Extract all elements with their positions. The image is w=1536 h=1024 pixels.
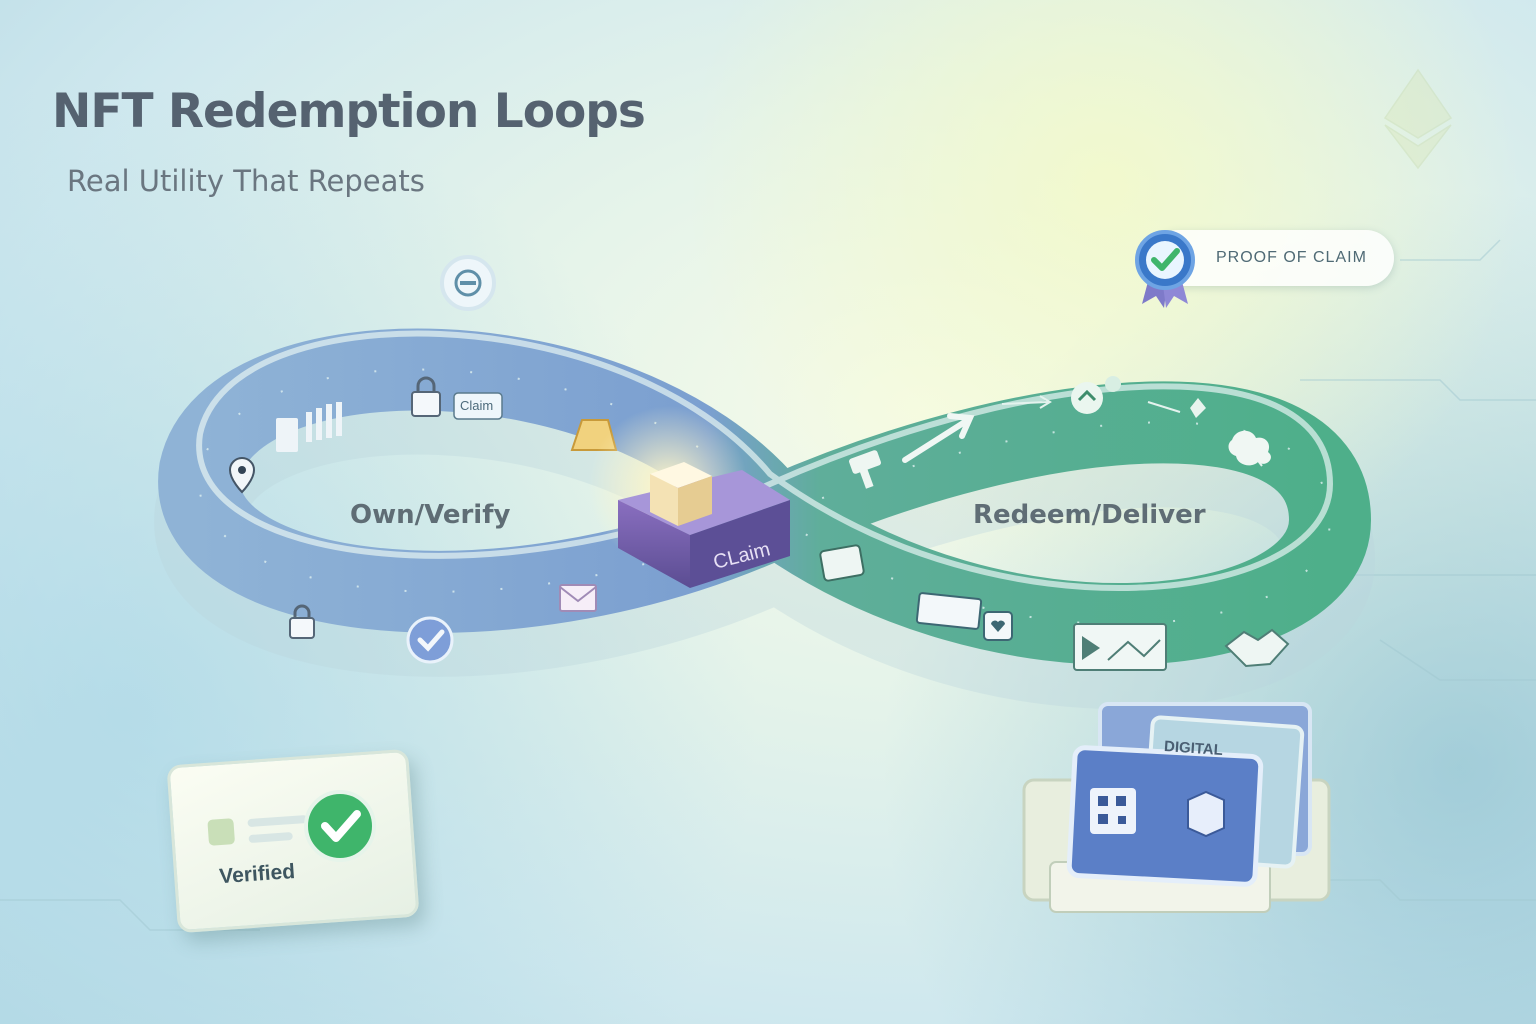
claim-tag-label: Claim: [460, 398, 494, 413]
handshake-icon: [1224, 628, 1290, 668]
own-verify-label: Own/Verify: [350, 500, 511, 530]
check-circle-icon: [406, 616, 454, 664]
redeem-deliver-label: Redeem/Deliver: [973, 500, 1206, 530]
arrow-icon-1: [902, 413, 975, 463]
media-icon: [1073, 623, 1167, 671]
page-title: NFT Redemption Loops: [52, 84, 646, 139]
lock-icon-bottom: [289, 604, 315, 639]
proof-of-claim-pill[interactable]: PROOF OF CLAIM: [1150, 230, 1394, 286]
coupon-code-icon: [915, 592, 1013, 641]
claim-tag-box: [453, 392, 503, 420]
proof-of-claim-label: PROOF OF CLAIM: [1216, 249, 1367, 266]
sparkle-icon: [1190, 398, 1206, 418]
token-icon: [1071, 376, 1121, 414]
page-subtitle: Real Utility That Repeats: [67, 164, 425, 198]
bars-icon: [276, 402, 342, 452]
loop-band-highlight: [196, 330, 1334, 591]
ribbon-check-icon: [1135, 230, 1195, 308]
location-icon: [228, 456, 256, 494]
hammer-icon: [849, 450, 881, 489]
envelope-icon: [559, 584, 597, 612]
puzzle-icon: [1228, 430, 1271, 466]
ethereum-icon: [1383, 68, 1453, 170]
lock-icon-top: [411, 376, 441, 417]
tablet-icon: [819, 544, 865, 582]
package-box-icon: [650, 462, 712, 526]
toggle-circle-icon: [440, 255, 496, 311]
digital-card-stack: [1022, 702, 1331, 913]
